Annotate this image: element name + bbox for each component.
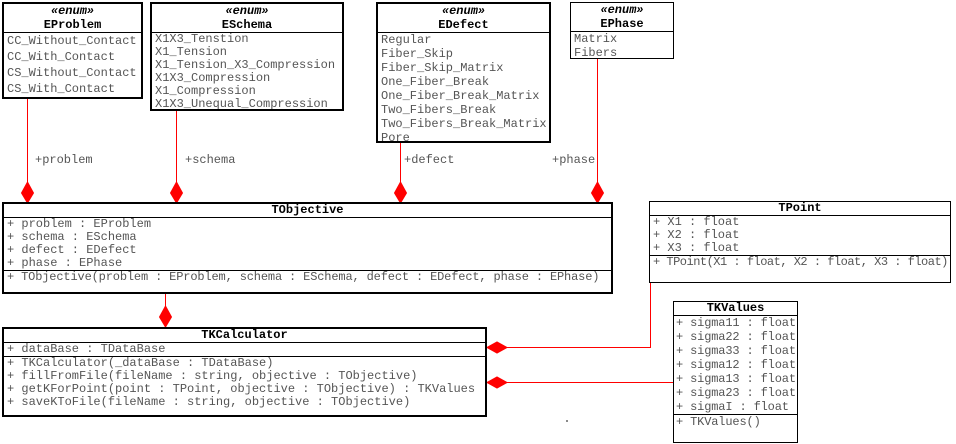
stray-pixel [566, 420, 568, 422]
enum-literals: Regular Fiber_Skip Fiber_Skip_Matrix One… [378, 33, 549, 143]
attributes-compartment: + sigma11 : float + sigma22 : float + si… [674, 316, 797, 414]
association-label-schema: +schema [185, 153, 236, 167]
enum-literal: Matrix [574, 32, 618, 46]
enum-literal: Regular [381, 33, 432, 47]
method-row: + saveKToFile(fileName : string, objecti… [7, 395, 411, 409]
attribute-row: + phase : EPhase [7, 256, 123, 270]
enum-literal: X1_Tension_X3_Compression [155, 58, 336, 72]
class-box-eschema[interactable]: «enum» ESchema X1X3_Tenstion X1_Tension … [150, 2, 344, 111]
methods-compartment: + TObjective(problem : EProblem, schema … [4, 270, 611, 284]
class-name-eschema: ESchema [221, 18, 273, 32]
enum-literals: X1X3_Tenstion X1_Tension X1_Tension_X3_C… [152, 32, 342, 111]
enum-literal: X1X3_Tenstion [155, 32, 249, 46]
attribute-row: + X2 : float [653, 228, 740, 242]
attribute-row: + X1 : float [653, 215, 740, 229]
enum-literals: Matrix Fibers [571, 32, 673, 59]
attribute-row: + sigma23 : float [676, 386, 796, 400]
attribute-row: + sigma11 : float [676, 316, 796, 330]
composition-connector-phase[interactable] [590, 58, 605, 204]
method-row: + TKValues() [676, 415, 761, 429]
attribute-row: + schema : ESchema [7, 230, 137, 244]
composition-connector-defect[interactable] [393, 141, 408, 204]
enum-literal: X1X3_Unequal_Compression [155, 97, 328, 111]
enum-literal: CC_With_Contact [7, 50, 116, 64]
class-name-eproblem: EProblem [43, 18, 102, 32]
enum-literal: CS_Without_Contact [7, 66, 137, 80]
attribute-row: + problem : EProblem [7, 217, 152, 231]
composition-connector-objective-calculator[interactable] [158, 294, 173, 328]
class-box-tkcalculator[interactable]: TKCalculator + dataBase : TDataBase + TK… [2, 327, 487, 417]
class-header: TPoint [650, 202, 950, 216]
class-header: «enum» EDefect [378, 4, 549, 33]
enum-literal: Fiber_Skip [381, 47, 454, 61]
enum-literal: Fibers [574, 46, 618, 59]
class-box-eproblem[interactable]: «enum» EProblem CC_Without_Contact CC_Wi… [2, 2, 143, 99]
enum-literal: CC_Without_Contact [7, 34, 137, 48]
attribute-row: + sigma22 : float [676, 330, 796, 344]
stereotype-label: «enum» [50, 4, 95, 18]
association-label-defect: +defect [404, 153, 455, 167]
attributes-compartment: + X1 : float + X2 : float + X3 : float [650, 216, 950, 255]
attribute-row: + sigma13 : float [676, 372, 796, 386]
method-row: + getKForPoint(point : TPoint, objective… [7, 382, 476, 396]
stereotype-label: «enum» [441, 4, 486, 18]
method-row: + TObjective(problem : EProblem, schema … [7, 270, 600, 284]
class-box-tobjective[interactable]: TObjective + problem : EProblem + schema… [2, 202, 613, 294]
class-box-ephase[interactable]: «enum» EPhase Matrix Fibers [570, 2, 674, 59]
method-row: + TPoint(X1 : float, X2 : float, X3 : fl… [653, 255, 948, 269]
enum-literal: One_Fiber_Break_Matrix [381, 89, 540, 103]
method-row: + fillFromFile(fileName : string, object… [7, 369, 418, 383]
composition-connector-problem[interactable] [20, 97, 35, 204]
attribute-row: + sigmaI : float [676, 400, 789, 414]
enum-literal: One_Fiber_Break [381, 75, 490, 89]
class-header: «enum» EPhase [571, 3, 673, 32]
attribute-row: + sigma33 : float [676, 344, 796, 358]
class-name-tkcalculator: TKCalculator [201, 328, 288, 342]
association-label-problem: +problem [35, 153, 93, 167]
class-name-tpoint: TPoint [778, 201, 822, 215]
class-header: «enum» EProblem [4, 4, 141, 33]
enum-literal: Pore [381, 131, 410, 143]
enum-literal: X1_Compression [155, 84, 256, 98]
composition-connector-tpoint-calculator[interactable] [485, 283, 651, 354]
composition-connector-schema[interactable] [169, 110, 184, 204]
methods-compartment: + TKCalculator(_dataBase : TDataBase) + … [4, 356, 485, 409]
association-label-phase: +phase [552, 153, 596, 167]
attributes-compartment: + dataBase : TDataBase [4, 343, 485, 356]
methods-compartment: + TKValues() [674, 414, 797, 429]
method-row: + TKCalculator(_dataBase : TDataBase) [7, 356, 274, 370]
class-header: TObjective [4, 204, 611, 218]
attribute-row: + sigma12 : float [676, 358, 796, 372]
enum-literals: CC_Without_Contact CC_With_Contact CS_Wi… [4, 33, 141, 97]
attribute-row: + X3 : float [653, 241, 740, 255]
class-header: TKCalculator [4, 329, 485, 343]
class-name-edefect: EDefect [438, 18, 489, 32]
enum-literal: X1X3_Compression [155, 71, 271, 85]
enum-literal: X1_Tension [155, 45, 228, 59]
attributes-compartment: + problem : EProblem + schema : ESchema … [4, 218, 611, 270]
enum-literal: CS_With_Contact [7, 82, 116, 96]
class-header: TKValues [674, 302, 797, 316]
class-box-edefect[interactable]: «enum» EDefect Regular Fiber_Skip Fiber_… [376, 2, 551, 143]
stereotype-label: «enum» [225, 4, 269, 18]
class-box-tpoint[interactable]: TPoint + X1 : float + X2 : float + X3 : … [649, 201, 951, 283]
enum-literal: Fiber_Skip_Matrix [381, 61, 504, 75]
class-name-tobjective: TObjective [271, 203, 344, 217]
attribute-row: + defect : EDefect [7, 243, 137, 257]
attribute-row: + dataBase : TDataBase [7, 342, 166, 356]
class-name-tkvalues: TKValues [706, 301, 765, 315]
methods-compartment: + TPoint(X1 : float, X2 : float, X3 : fl… [650, 255, 950, 269]
enum-literal: Two_Fibers_Break [381, 103, 497, 117]
composition-connector-tkvalues-calculator[interactable] [485, 376, 673, 389]
class-name-ephase: EPhase [600, 17, 644, 31]
stereotype-label: «enum» [600, 3, 644, 17]
class-box-tkvalues[interactable]: TKValues + sigma11 : float + sigma22 : f… [673, 301, 798, 443]
class-header: «enum» ESchema [152, 4, 342, 33]
enum-literal: Two_Fibers_Break_Matrix [381, 117, 547, 131]
